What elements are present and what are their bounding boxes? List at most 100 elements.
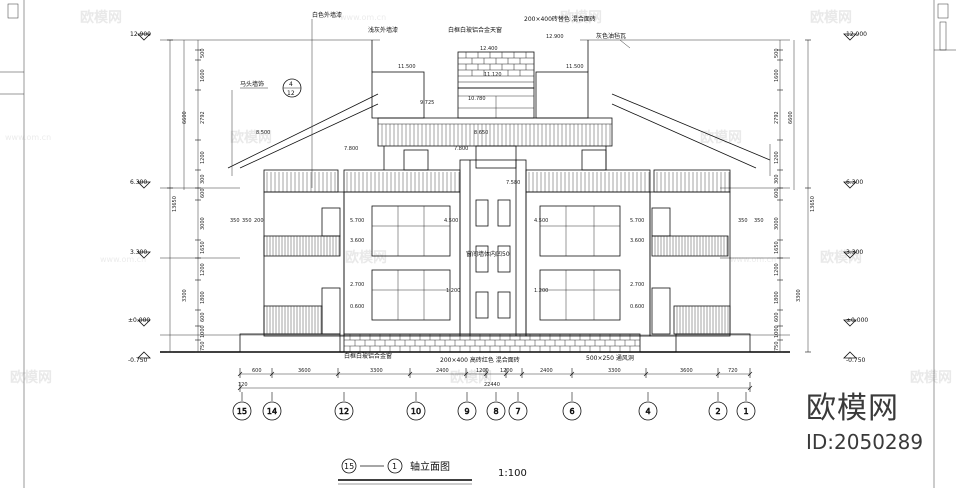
drawing-title-text: 轴立面图 [410, 460, 450, 473]
elev-label: 7.800 [454, 146, 468, 152]
watermark-brand: 欧模网 [80, 9, 122, 26]
elev-label: 4.500 [534, 218, 548, 224]
elev-label: 7.580 [506, 180, 520, 186]
watermark-brand: 欧模网 [450, 369, 492, 386]
dim-label: 3000 [774, 217, 780, 230]
note-ridge-wall: 马头墙饰 [240, 80, 264, 88]
elev-label: 8.650 [474, 130, 488, 136]
level-label: ±0.000 [128, 317, 150, 324]
axis-label: 7 [515, 407, 520, 416]
dim-label: 1200 [500, 368, 513, 374]
axis-label: 9 [464, 407, 469, 416]
left-level-marks: 12.900 6.300 3.300 ±0.000 -0.750 [128, 31, 151, 364]
dim-label: 1000 [774, 325, 780, 338]
elev-label: 0.600 [630, 304, 644, 310]
dim-label: 13650 [172, 196, 178, 212]
dim-label: 350 [754, 218, 764, 224]
note-base-brick: 200×400 高砖红色 混合面砖 [440, 356, 520, 364]
dim-label: 2792 [774, 111, 780, 124]
dim-label: 13650 [810, 196, 816, 212]
roof-tower [371, 40, 589, 119]
title-axis-to: 1 [392, 462, 397, 471]
watermark-brand: 欧模网 [810, 9, 852, 26]
balconies [239, 235, 751, 353]
elev-label: 11.500 [398, 64, 416, 70]
dim-label: 1650 [200, 241, 206, 254]
dim-label: 600 [252, 368, 262, 374]
dim-label: 6600 [788, 111, 794, 124]
dim-label: 2400 [436, 368, 449, 374]
dim-label: 350 [230, 218, 240, 224]
note-door-left: 白框白玻铝合金窗 [344, 352, 392, 360]
note-stair-wall: 窗间墙体内凹50 [466, 250, 510, 258]
elev-label: 11.120 [484, 72, 502, 78]
note-vent: 500×250 通风洞 [586, 354, 634, 362]
axis-label: 8 [493, 407, 498, 416]
dim-label: 720 [728, 368, 738, 374]
left-dimension-chain: 500 1600 2792 6600 1200 300 600 3000 165… [167, 39, 206, 353]
watermark-site: www.om.cn [340, 13, 386, 22]
brick-pattern [458, 52, 534, 83]
dim-label: 300 [200, 174, 206, 184]
axis-bubble [708, 401, 728, 421]
level-label: -0.750 [846, 357, 866, 364]
brand-logo-text: 欧模网 [806, 391, 899, 426]
axis-bubble [638, 401, 658, 421]
dim-label: 3600 [298, 368, 311, 374]
dim-label: 1650 [774, 241, 780, 254]
dim-label: 200 [254, 218, 264, 224]
axis-label: 4 [645, 407, 650, 416]
hip-roof-lines [227, 90, 771, 176]
dim-label: 300 [774, 174, 780, 184]
watermark-brand-block: 欧模网 ID:2050289 [806, 391, 946, 455]
dim-label: 1000 [200, 325, 206, 338]
note-wall-paint: 白色外墙漆 [312, 11, 342, 19]
upper-roof-band [377, 117, 613, 171]
elev-label: 9.725 [420, 100, 434, 106]
dim-label: 2400 [540, 368, 553, 374]
elev-label: 8.500 [256, 130, 270, 136]
dim-label: 750 [774, 341, 780, 351]
elev-label: 12.400 [480, 46, 498, 52]
axis-label: 6 [569, 407, 574, 416]
drawing-id: ID:2050289 [806, 430, 924, 454]
dim-label: 600 [200, 312, 206, 322]
elev-label: 1.200 [534, 288, 548, 294]
dim-label: 500 [200, 48, 206, 58]
note-roof-tile-top: 200×400砖替色 混合面砖 [524, 15, 596, 23]
elev-label: 12.900 [546, 34, 564, 40]
watermark-site: www.om.cn [100, 255, 146, 264]
dim-label: 3300 [370, 368, 383, 374]
level-label: -0.750 [128, 357, 148, 364]
axis-label: 2 [715, 407, 720, 416]
building-elevations: 12.400 12.900 11.500 11.500 11.120 10.78… [256, 34, 644, 310]
right-dimension-chain: 500 1600 2792 6600 1200 300 600 3000 165… [774, 39, 816, 353]
elev-label: 3.600 [630, 238, 644, 244]
drawing-scale: 1:100 [498, 468, 527, 479]
watermark-brand: 欧模网 [345, 249, 387, 266]
watermark-brand: 欧模网 [700, 129, 742, 146]
dim-label: 2792 [200, 111, 206, 124]
dim-label: 3300 [608, 368, 621, 374]
dim-label: 500 [774, 48, 780, 58]
note-light-paint: 浅灰外墙漆 [368, 26, 398, 34]
level-label: 12.900 [130, 31, 151, 38]
dim-label: 3300 [182, 289, 188, 302]
elev-label: 2.700 [350, 282, 364, 288]
watermark-brand: 欧模网 [560, 9, 602, 26]
axis-label: 14 [267, 407, 277, 416]
watermark-brand: 欧模网 [230, 129, 272, 146]
axis-bubble [232, 401, 252, 421]
dim-label: 3300 [796, 289, 802, 302]
brick-base [343, 333, 641, 353]
axis-bubble [486, 401, 506, 421]
axis-bubble [457, 401, 477, 421]
right-level-marks: 12.900 6.300 3.300 ±0.000 -0.750 [843, 31, 868, 364]
dim-label: 6600 [182, 111, 188, 124]
level-label: 12.900 [846, 31, 867, 38]
windows [321, 199, 671, 335]
elev-label: 3.600 [350, 238, 364, 244]
balcony-dims: 350 350 200 350 350 [230, 218, 764, 224]
note-glass-window: 白框白玻铝合金天窗 [448, 26, 502, 34]
